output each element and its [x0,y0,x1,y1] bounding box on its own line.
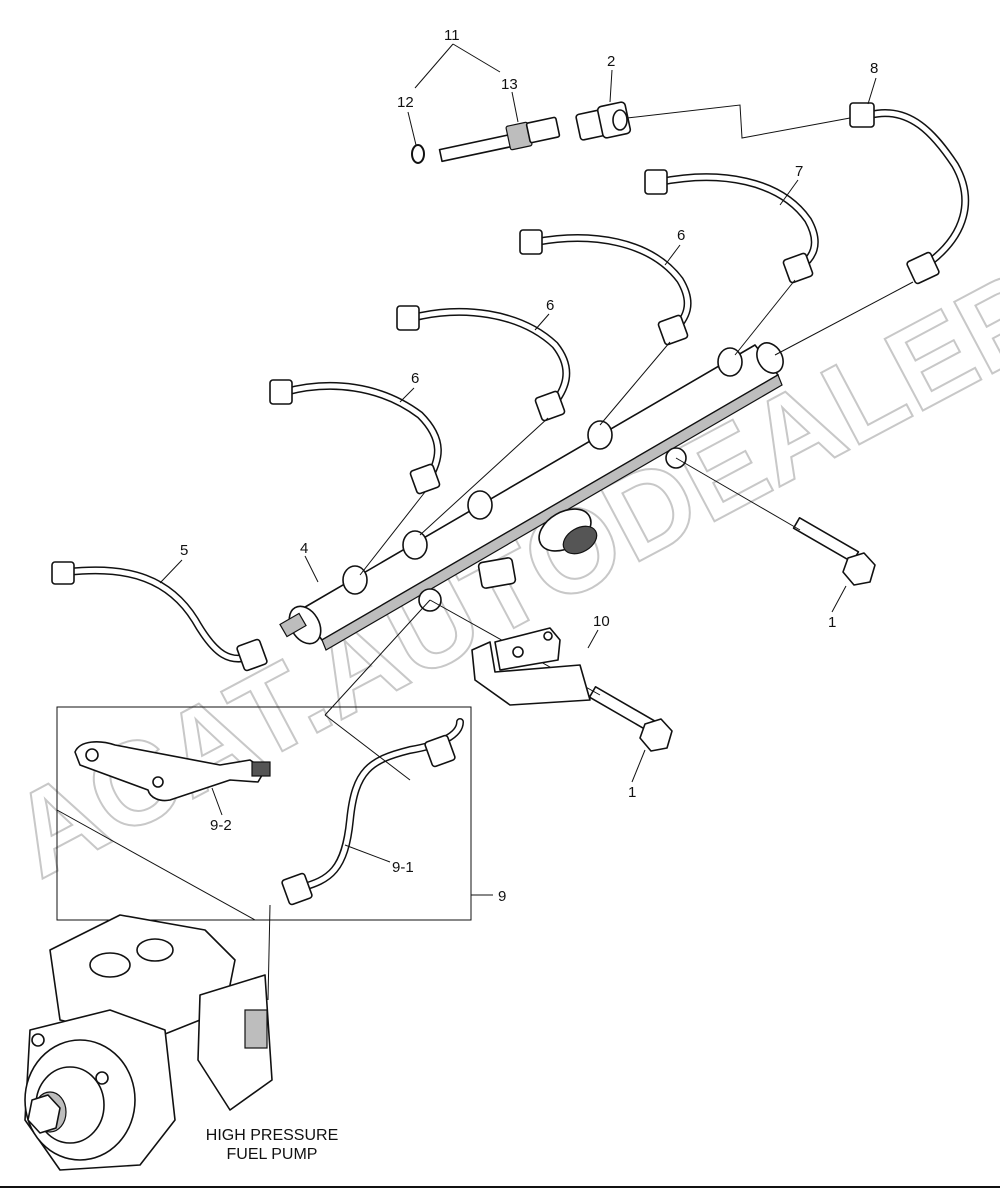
bracket-10 [471,627,591,706]
callout-9-1: 9-1 [392,859,414,876]
pump-caption-line2: FUEL PUMP [227,1146,318,1163]
callout-9: 9 [498,888,506,905]
callout-1-lower: 1 [628,784,636,801]
kit-9-box [56,599,472,1001]
injection-pipe-6a [269,379,442,576]
callout-6c: 6 [677,227,685,244]
callout-1-upper: 1 [828,614,836,631]
callout-10: 10 [593,613,610,630]
callout-7: 7 [795,163,803,180]
injection-pipe-5 [51,561,268,672]
callout-4: 4 [300,540,308,557]
injection-pipe-8 [774,102,970,356]
callout-12: 12 [397,94,414,111]
flow-damper-assembly [411,101,851,164]
callout-11: 11 [444,27,460,44]
callout-8: 8 [870,60,878,77]
leader-lines [159,43,877,896]
fuel-rail [279,342,784,651]
injection-pipe-6c [519,229,692,426]
callout-2: 2 [607,53,615,70]
injection-pipe-7 [644,169,819,356]
bolt-upper [675,457,876,586]
callout-6a: 6 [411,370,419,387]
callout-5: 5 [180,542,188,559]
pump-caption-line1: HIGH PRESSURE [206,1127,338,1144]
callout-13: 13 [501,76,518,93]
o-ring-12 [411,144,425,164]
callout-6b: 6 [546,297,554,314]
high-pressure-fuel-pump [24,914,273,1171]
injection-pipe-6b [396,305,571,536]
callout-9-2: 9-2 [210,817,232,834]
